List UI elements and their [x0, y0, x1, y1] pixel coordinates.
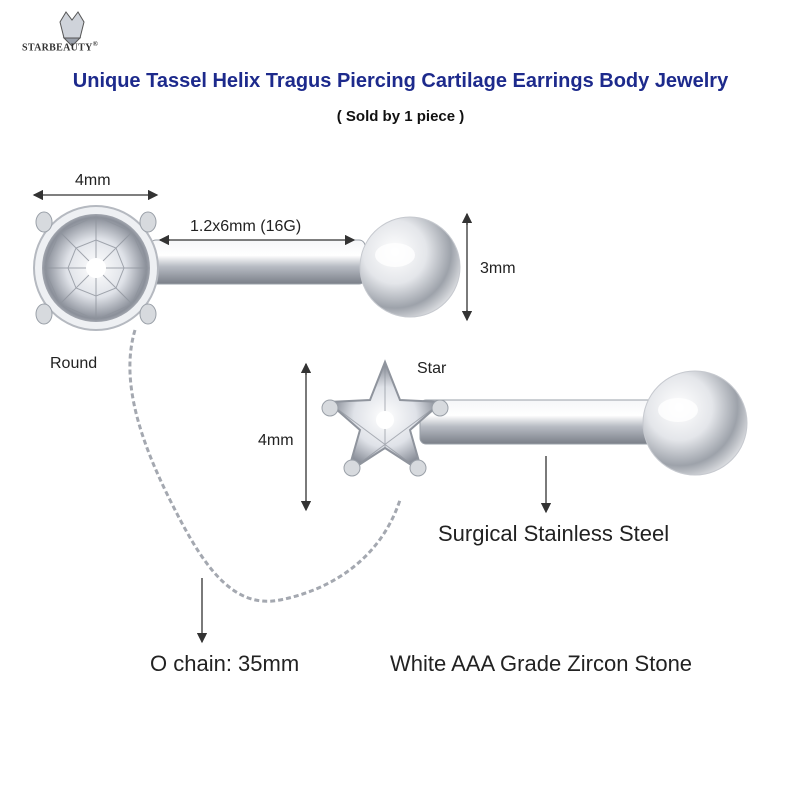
dimension-arrows: [32, 189, 552, 644]
star-shape-label: Star: [417, 360, 447, 377]
star-barbell: [321, 359, 748, 477]
bar-size-label: 1.2x6mm (16G): [190, 218, 302, 235]
stone-label: White AAA Grade Zircon Stone: [390, 651, 693, 676]
chain-label: O chain: 35mm: [150, 651, 300, 676]
top-ball: [359, 216, 461, 318]
crown-gem-icon: [59, 11, 85, 47]
sold-by-note: ( Sold by 1 piece ): [336, 108, 465, 125]
star-gem: [321, 359, 449, 477]
bottom-bar: [419, 399, 661, 445]
material-label: Surgical Stainless Steel: [438, 521, 670, 546]
o-chain: [128, 329, 402, 603]
round-width-label: 4mm: [75, 172, 111, 189]
bottom-ball: [642, 370, 748, 476]
star-height-label: 4mm: [258, 432, 294, 449]
product-title: Unique Tassel Helix Tragus Piercing Cart…: [72, 70, 729, 92]
round-shape-label: Round: [50, 355, 98, 372]
brand-name: STARBEAUTY®: [22, 40, 99, 54]
top-bar: [149, 239, 366, 285]
round-barbell: [33, 205, 461, 331]
round-gem: [33, 205, 159, 331]
ball-size-label: 3mm: [480, 260, 516, 277]
